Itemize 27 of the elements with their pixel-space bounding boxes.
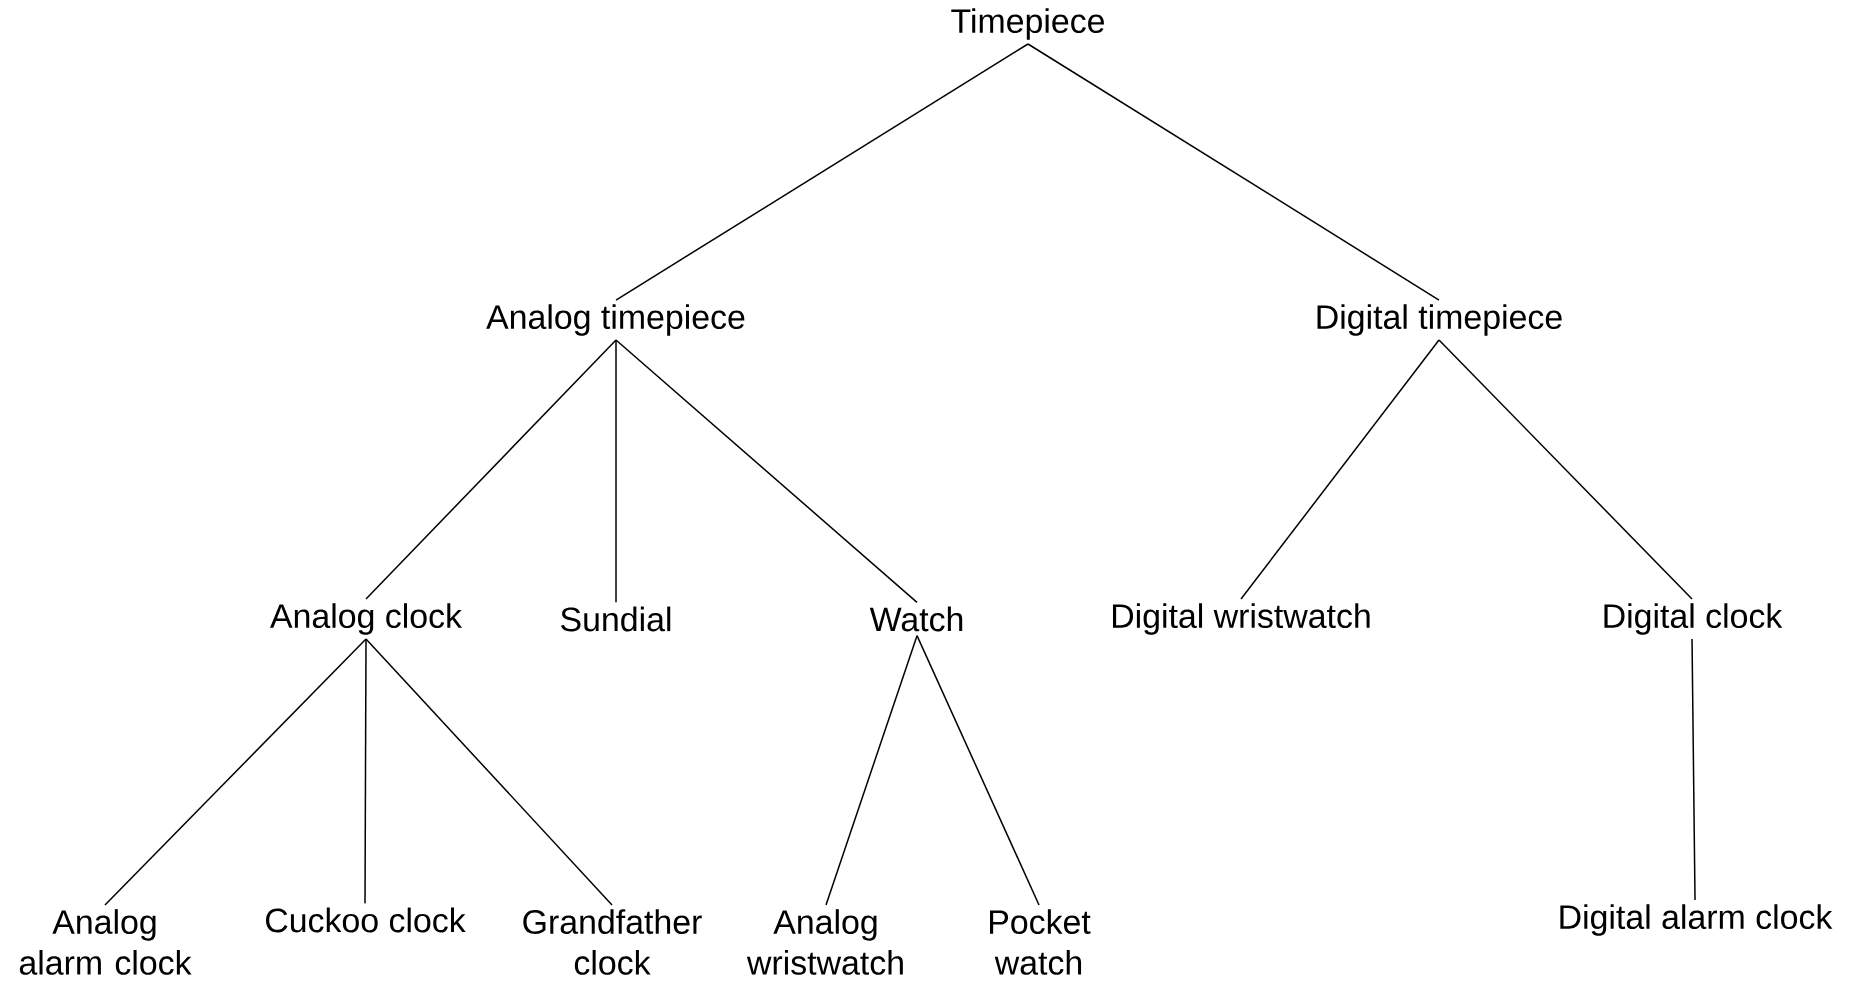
category-label: Watch xyxy=(869,606,963,632)
category-label: Grandfather clock xyxy=(523,909,702,975)
category-label: Digital timepiece xyxy=(1317,304,1562,336)
category-label: Digital clock xyxy=(1604,603,1783,635)
connector-line xyxy=(104,638,367,906)
category-label: Cuckoo clock xyxy=(266,907,466,933)
connector-line xyxy=(916,634,1040,906)
category-label: Pocket watch xyxy=(990,909,1091,975)
category-label: Digital wristwatch xyxy=(1112,603,1370,635)
connector-line xyxy=(825,634,918,906)
connector-line xyxy=(1240,339,1440,600)
category-label: Timepiece xyxy=(951,8,1104,40)
category-label: Analog clock xyxy=(270,603,462,635)
connector-line xyxy=(365,638,613,906)
connector-line xyxy=(364,638,367,905)
connector-line xyxy=(365,339,617,600)
connector-line xyxy=(1438,339,1693,600)
connector-line xyxy=(615,339,617,604)
category-label: Sundial xyxy=(561,606,671,632)
connector-line xyxy=(1027,43,1440,301)
category-label: Analog timepiece xyxy=(486,304,745,336)
category-label: Analog wristwatch xyxy=(746,909,903,975)
connector-line xyxy=(615,339,918,604)
connector-line xyxy=(615,43,1029,301)
category-label: Digital alarm clock xyxy=(1560,904,1833,936)
connector-line xyxy=(1691,638,1696,901)
category-label: Analog alarm clock xyxy=(19,909,192,975)
